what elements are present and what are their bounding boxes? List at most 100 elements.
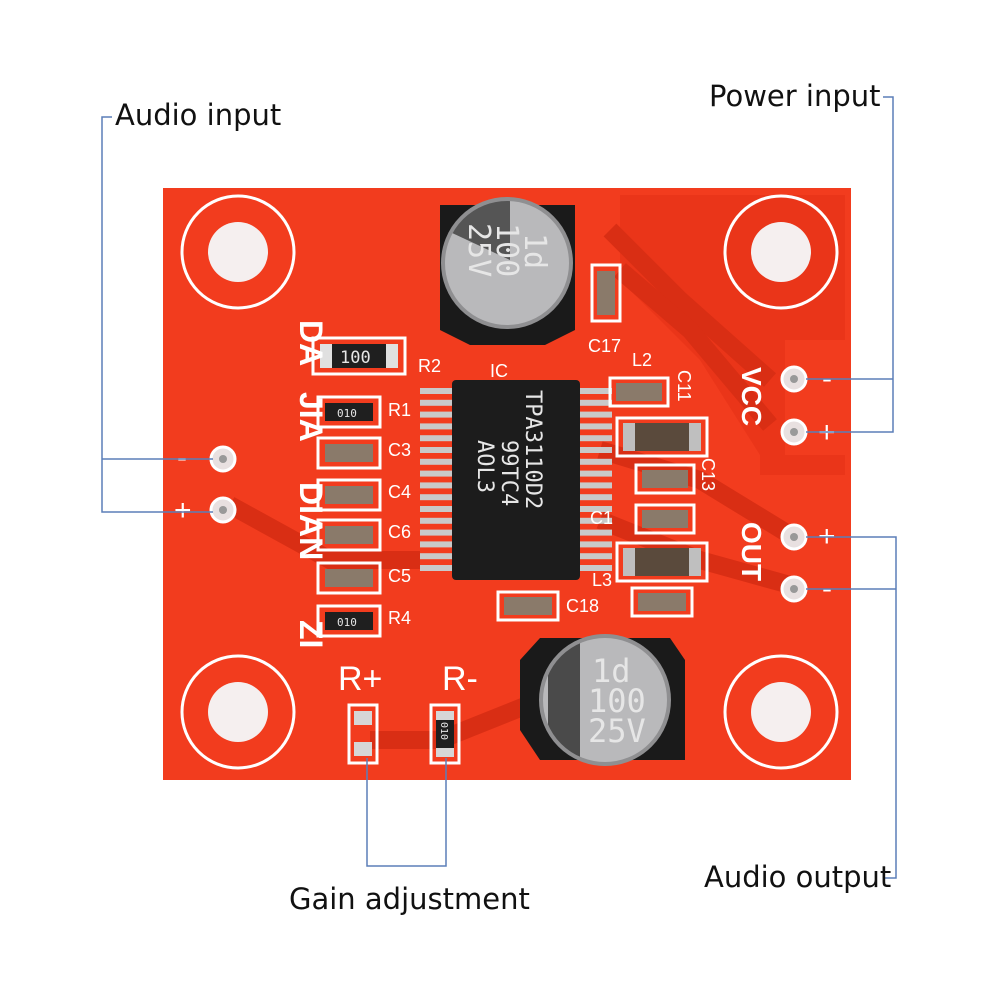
capacitor-bottom: 1d 100 25V <box>520 634 685 766</box>
brand-line-4: ZI <box>293 620 329 648</box>
gain-r-minus-label: R- <box>442 660 478 698</box>
ic-ref: IC <box>490 361 508 381</box>
ic-pins <box>420 388 612 571</box>
smd-capacitor <box>325 569 373 587</box>
smd-capacitor <box>325 444 373 462</box>
ref-c4: C4 <box>388 482 411 502</box>
ic-pin <box>576 411 612 418</box>
ic-pin <box>576 388 612 394</box>
ic-pin <box>420 388 456 394</box>
gain-r-plus-label: R+ <box>338 660 382 698</box>
brand-line-3: DIAN <box>293 482 329 560</box>
ic-pin <box>420 399 456 406</box>
ic-pin <box>420 529 456 536</box>
out-label: OUT <box>736 522 767 581</box>
smd-footprint <box>316 518 382 552</box>
ic-pin <box>576 553 612 560</box>
ic-pin <box>576 447 612 453</box>
ic-pin <box>420 494 456 501</box>
ref-c3: C3 <box>388 440 411 460</box>
smd-footprint <box>316 478 382 512</box>
smd-resistor <box>325 612 373 630</box>
ic-pin <box>420 470 456 477</box>
vcc-label: VCC <box>736 367 767 426</box>
callout-audio-output: Audio output <box>704 860 892 894</box>
cap-bottom-line1: 1d <box>592 652 631 690</box>
ic-pin <box>576 529 612 536</box>
ic-pin <box>420 553 456 560</box>
smd-capacitor <box>325 526 373 544</box>
brand-line-1: DA <box>293 320 329 366</box>
callout-lines <box>101 96 897 879</box>
ic-pin <box>420 517 456 524</box>
cap-bottom-line2: 100 <box>588 682 646 720</box>
cap-top-line3: 25V <box>461 223 496 277</box>
ref-r4: R4 <box>388 608 411 628</box>
callout-audio-input: Audio input <box>115 98 282 132</box>
ref-c11: C11 <box>674 370 694 402</box>
ic-marking: TPA3110D2 99TC4 AOL3 <box>472 390 545 509</box>
ic-pin <box>576 399 612 406</box>
cap-bottom-line3: 25V <box>588 712 646 750</box>
ic-body <box>452 380 580 580</box>
ref-c13: C13 <box>698 458 718 491</box>
r2-value: 100 <box>340 348 371 368</box>
ic-pin <box>420 506 456 512</box>
ic-marking-line3: AOL3 <box>472 440 497 493</box>
audio-in-minus: - <box>177 441 187 474</box>
smd-resistor-value: 010 <box>337 407 357 420</box>
ref-l3: L3 <box>592 570 612 590</box>
ref-l2: L2 <box>632 350 652 370</box>
smd-footprint <box>316 436 382 470</box>
ic-pin <box>420 447 456 453</box>
right-smd-components <box>496 263 709 622</box>
smd-footprint <box>316 395 382 429</box>
ic-pin <box>576 458 612 465</box>
gain-resistor-value: 010 <box>438 722 449 740</box>
ref-c6: C6 <box>388 522 411 542</box>
ic-pin <box>420 411 456 418</box>
mounting-holes <box>180 194 839 770</box>
smd-capacitor <box>325 486 373 504</box>
ic-pin <box>576 517 612 524</box>
ic-marking-line2: 99TC4 <box>496 440 521 506</box>
ref-c1: C1 <box>590 508 613 528</box>
ic-pin <box>576 470 612 477</box>
ic-pin <box>576 435 612 442</box>
ic-pin <box>576 506 612 512</box>
cap-top-line1: 1d <box>517 233 552 269</box>
ic-pin <box>420 423 456 430</box>
ic-pin <box>420 541 456 548</box>
ref-c18: C18 <box>566 596 599 616</box>
smd-resistor <box>325 403 373 421</box>
ic-pin <box>420 482 456 489</box>
copper-traces <box>225 223 795 749</box>
smd-resistor-value: 010 <box>337 616 357 629</box>
ic-pin <box>576 494 612 501</box>
ic-pin <box>420 458 456 465</box>
ic-pin <box>420 565 456 571</box>
ic-pin <box>576 565 612 571</box>
smd-footprint <box>316 604 382 638</box>
cap-top-line2: 100 <box>489 223 524 277</box>
smd-footprint <box>316 561 382 595</box>
brand-line-2: JIA <box>293 392 329 442</box>
ic-pin <box>420 435 456 442</box>
ref-r2: R2 <box>418 356 441 376</box>
resistor-r2: 100 <box>311 336 407 376</box>
ic-pin <box>576 423 612 430</box>
callout-gain-adjustment: Gain adjustment <box>289 882 530 916</box>
ref-r1: R1 <box>388 400 411 420</box>
ref-c17: C17 <box>588 336 621 356</box>
audio-in-plus: + <box>174 494 192 527</box>
ic-pin <box>576 541 612 548</box>
callout-power-input: Power input <box>709 79 881 113</box>
capacitor-top: 1d 100 25V <box>440 197 575 345</box>
ic-pin <box>576 482 612 489</box>
audio-input-pads <box>209 445 237 524</box>
ic-marking-line1: TPA3110D2 <box>520 390 545 509</box>
left-smd-components: 010 010 <box>316 395 382 638</box>
gain-pads: 010 <box>347 703 461 765</box>
ref-c5: C5 <box>388 566 411 586</box>
